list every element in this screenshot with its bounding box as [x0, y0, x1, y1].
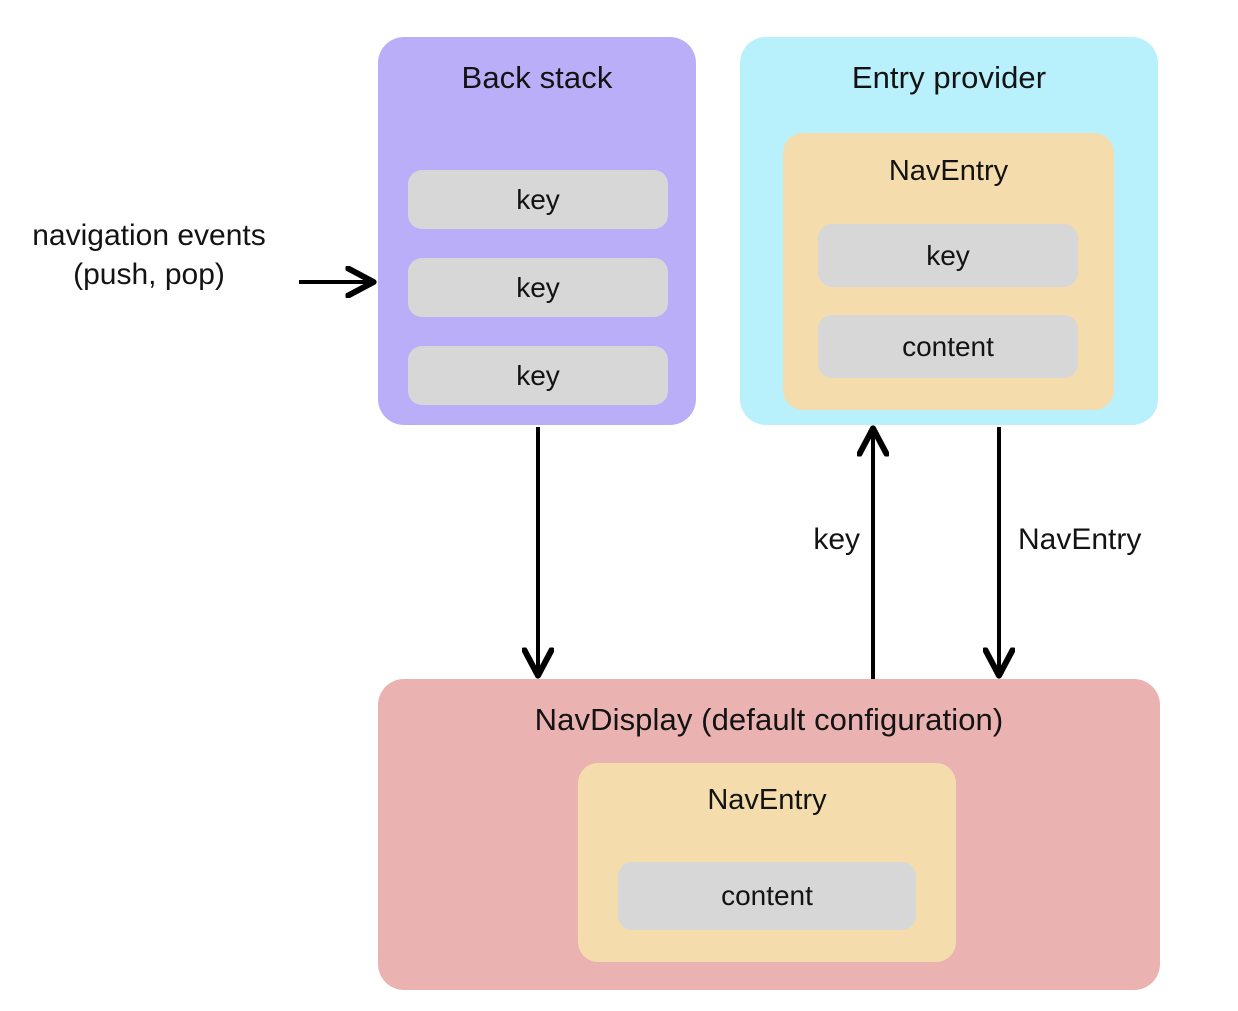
navigation-events-line-2: (push, pop)	[73, 258, 225, 291]
back-stack-panel[interactable]: Back stack key key key	[378, 37, 696, 425]
entry-provider-key-pill[interactable]: key	[818, 224, 1078, 287]
nav-display-nav-entry-title: NavEntry	[707, 784, 827, 816]
nav-display-panel[interactable]: NavDisplay (default configuration) NavEn…	[378, 679, 1160, 990]
entry-provider-title: Entry provider	[851, 60, 1047, 95]
nav-display-content-pill[interactable]: content	[618, 862, 916, 930]
naventry-edge-label: NavEntry	[1018, 523, 1142, 556]
back-stack-key-item[interactable]: key	[408, 346, 668, 405]
navigation-events-line-1: navigation events	[32, 219, 266, 252]
entry-provider-content-pill[interactable]: content	[818, 315, 1078, 378]
back-stack-key-item[interactable]: key	[408, 258, 668, 317]
back-stack-key-item[interactable]: key	[408, 170, 668, 229]
back-stack-title: Back stack	[461, 60, 613, 95]
nav-display-title: NavDisplay (default configuration)	[534, 702, 1004, 737]
nav-display-nav-entry-card[interactable]: NavEntry content	[578, 763, 956, 962]
entry-provider-panel[interactable]: Entry provider NavEntry key content	[740, 37, 1158, 425]
entry-provider-nav-entry-card[interactable]: NavEntry key content	[783, 133, 1114, 410]
entry-provider-nav-entry-title: NavEntry	[888, 155, 1009, 187]
navigation-events-label: navigation events (push, pop)	[8, 216, 290, 294]
key-edge-label: key	[813, 523, 860, 556]
